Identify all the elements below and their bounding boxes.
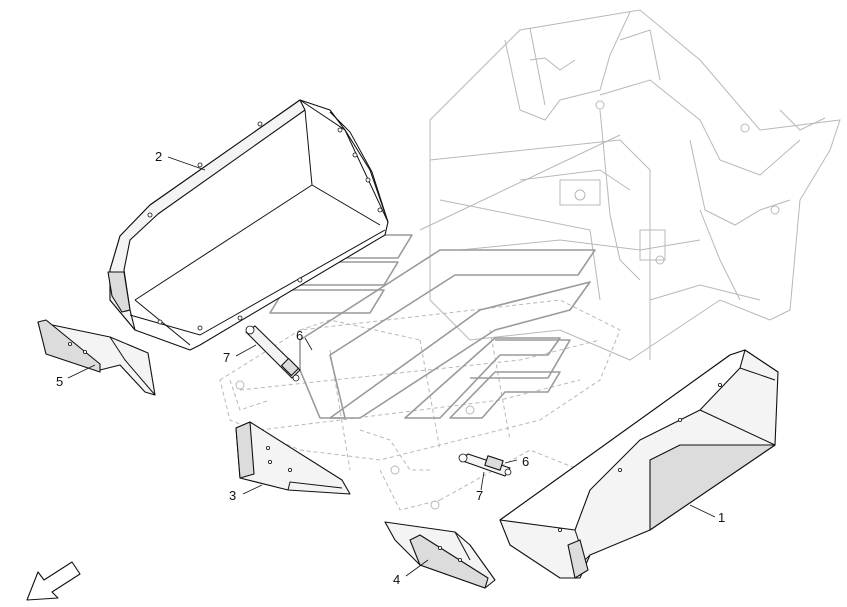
part-label-3: 3 xyxy=(229,488,236,503)
part-label-4: 4 xyxy=(393,572,400,587)
frame-assembly xyxy=(419,9,841,361)
part-4-small-guard xyxy=(384,521,496,589)
part-label-2: 2 xyxy=(155,149,162,164)
part-2-rear-panel xyxy=(107,99,389,351)
part-1-right-guard xyxy=(499,349,779,579)
part-label-6b: 6 xyxy=(522,454,529,469)
part-7b-cylinder xyxy=(458,453,512,477)
part-3-plate xyxy=(235,421,351,495)
part-7a-cylinder xyxy=(245,325,301,382)
part-label-1: 1 xyxy=(718,510,725,525)
direction-arrow-icon xyxy=(26,561,81,601)
part-label-5: 5 xyxy=(56,374,63,389)
part-5-left-guard xyxy=(37,319,156,396)
part-label-7b: 7 xyxy=(476,488,483,503)
part-label-7a: 7 xyxy=(223,350,230,365)
part-label-6a: 6 xyxy=(296,328,303,343)
leader-lines xyxy=(67,156,716,577)
part-labels: 1 2 3 4 5 6 6 7 7 xyxy=(56,149,725,587)
